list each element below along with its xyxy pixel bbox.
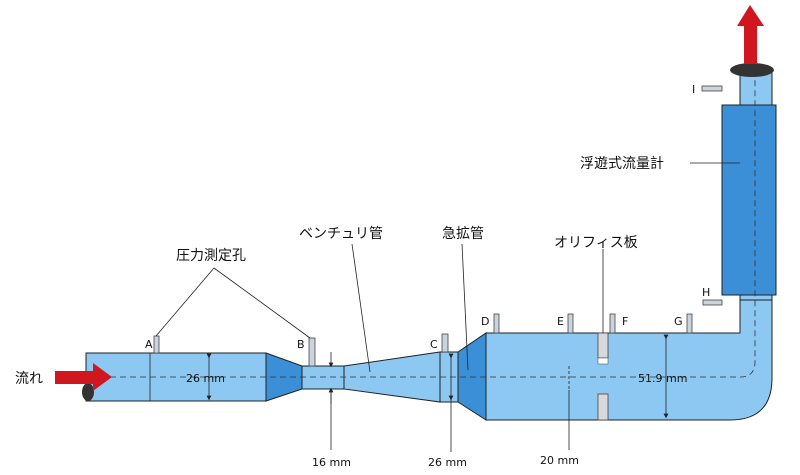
label-pressure-taps: 圧力測定孔 xyxy=(176,248,246,264)
tap-i xyxy=(701,85,723,92)
centerline xyxy=(110,70,756,378)
tap-h xyxy=(702,299,723,306)
label-venturi: ベンチュリ管 xyxy=(299,226,383,242)
tap-label-e: E xyxy=(557,315,564,328)
label-flow: 流れ xyxy=(15,371,43,387)
tap-g xyxy=(686,313,693,334)
label-sudden-expansion: 急拡管 xyxy=(442,226,484,242)
tap-label-b: B xyxy=(297,338,305,351)
dim-orifice-diameter: 20 mm xyxy=(540,454,579,467)
inflow-arrow xyxy=(55,363,112,391)
tap-label-g: G xyxy=(674,315,683,328)
tap-label-i: I xyxy=(692,83,695,96)
dim-venturi-outlet-diameter: 26 mm xyxy=(428,456,467,469)
dim-large-pipe-diameter: 51.9 mm xyxy=(638,372,687,385)
dim-throat-diameter: 16 mm xyxy=(312,456,351,469)
tap-f xyxy=(609,313,616,334)
tap-label-c: C xyxy=(430,338,438,351)
outflow-arrow xyxy=(737,5,764,64)
leader-lines xyxy=(155,162,740,373)
tap-e xyxy=(567,313,574,334)
large-pipe xyxy=(485,297,773,421)
tap-label-f: F xyxy=(622,315,628,328)
dimension-lines xyxy=(206,334,669,452)
tap-a xyxy=(153,335,160,354)
dim-inlet-diameter: 26 mm xyxy=(186,372,225,385)
flowmeter-column xyxy=(721,63,777,301)
tap-d xyxy=(493,313,500,334)
venturi-tube xyxy=(301,332,487,421)
tap-c xyxy=(441,333,449,353)
tap-label-h: H xyxy=(702,286,710,299)
tap-label-a: A xyxy=(145,338,153,351)
tap-b xyxy=(308,337,316,367)
label-flowmeter: 浮遊式流量計 xyxy=(580,156,664,172)
pressure-taps xyxy=(153,85,723,367)
label-orifice: オリフィス板 xyxy=(554,235,638,251)
tap-label-d: D xyxy=(481,315,489,328)
